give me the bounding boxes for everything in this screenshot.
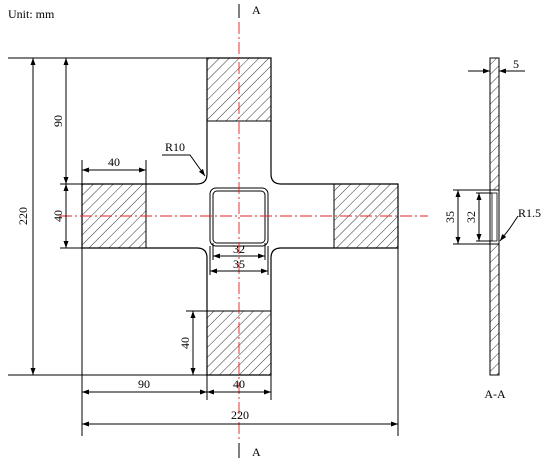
section-marker-bottom: A [252, 445, 261, 459]
dim-left-tab-width: 40 [108, 155, 120, 169]
section-pocket [489, 189, 500, 245]
dim-thickness: 5 [513, 57, 519, 71]
dim-inner-square: 32 [233, 242, 245, 256]
dim-bottom-tab-width: 40 [233, 377, 245, 391]
dim-outer-square: 35 [233, 257, 245, 271]
dim-overall-height: 220 [16, 207, 30, 225]
section-view-label: A-A [484, 387, 506, 401]
section-view [489, 57, 500, 376]
section-pocket-inner [491, 192, 498, 242]
dim-section-outer: 35 [443, 211, 457, 223]
fillet-leader [162, 154, 206, 177]
dim-overall-width: 220 [231, 408, 249, 422]
unit-label: Unit: mm [8, 7, 55, 21]
dim-bottom-tab-height: 40 [178, 337, 192, 349]
dim-section-radius: R1.5 [518, 206, 541, 220]
dim-left-arm: 90 [138, 377, 150, 391]
dim-left-tab-height: 40 [51, 210, 65, 222]
section-marker-top: A [252, 3, 261, 17]
section-radius-leader [499, 215, 519, 242]
dim-fillet-radius: R10 [165, 140, 185, 154]
dim-top-arm: 90 [51, 115, 65, 127]
dim-section-inner: 32 [464, 211, 478, 223]
